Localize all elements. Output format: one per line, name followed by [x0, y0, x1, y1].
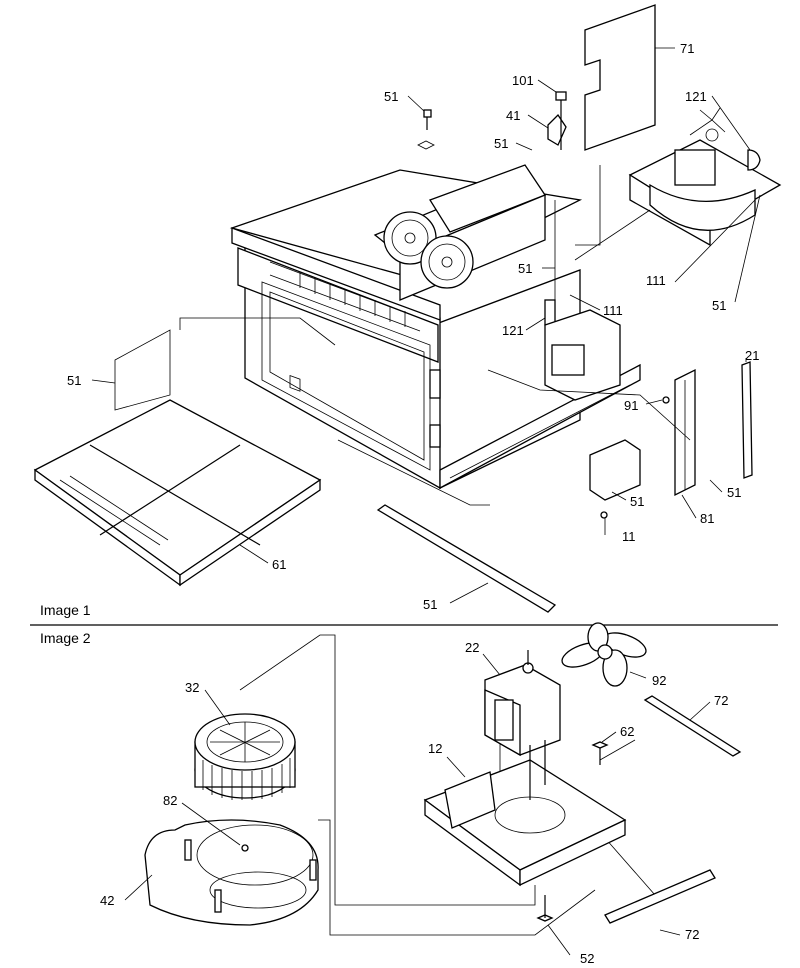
explosion-lines	[179, 165, 691, 506]
fan-motor-assembly	[628, 107, 782, 247]
image2-section: Image 2	[40, 622, 742, 966]
callout-51-g: 11	[622, 529, 636, 544]
callout-32: 32	[185, 680, 199, 695]
blower-housing-42	[144, 819, 319, 926]
motor-22	[484, 650, 561, 800]
image1-section: 51 101 71 41 51 121 51 51 111	[30, 4, 782, 626]
sheet-21	[114, 329, 171, 411]
screw-62	[591, 741, 609, 765]
callout-72-b: 72	[685, 927, 699, 942]
callout-51-e: 91	[624, 398, 638, 413]
bar-31	[376, 504, 557, 613]
screw-52	[536, 895, 554, 922]
callout-42: 42	[100, 893, 114, 908]
callout-111-a: 111	[646, 273, 666, 288]
callout-22: 22	[465, 640, 479, 655]
screw-101	[555, 91, 567, 150]
tray-11	[33, 399, 322, 587]
section-title-image1: Image 1	[40, 602, 91, 618]
stirrer-gear-assembly	[373, 164, 556, 326]
callout-51-f: 51	[727, 485, 741, 500]
motor-bracket-12	[423, 759, 627, 887]
callout-81: 51	[630, 494, 644, 509]
strip-72-upper	[643, 695, 742, 757]
callout-82: 82	[163, 793, 177, 808]
cover-plate-71	[584, 4, 656, 151]
strip-91	[741, 361, 753, 479]
callouts-image1: 51 101 71 41 51 121 51 51 111	[67, 41, 761, 612]
callout-51-d: 51	[712, 298, 726, 313]
callout-62: 62	[620, 724, 634, 739]
callout-91: 21	[745, 348, 759, 363]
callout-21: 51	[67, 373, 81, 388]
callout-121-a: 121	[685, 89, 707, 104]
callout-51-b: 51	[494, 136, 508, 151]
callout-92: 92	[652, 673, 666, 688]
callout-71: 71	[680, 41, 694, 56]
transformer	[544, 309, 621, 401]
callout-52: 52	[580, 951, 594, 966]
blower-wheel-32	[194, 713, 296, 800]
fan-blade-92	[561, 622, 647, 687]
callouts-image2: 22 92 32 72 62 12 82 42 72 52	[100, 640, 728, 966]
callout-121-b: 121	[502, 323, 524, 338]
callout-41: 41	[506, 108, 520, 123]
strip-72-lower	[604, 869, 716, 924]
callout-31: 51	[423, 597, 437, 612]
callout-11: 61	[272, 557, 286, 572]
callout-61: 81	[700, 511, 714, 526]
callout-72-a: 72	[714, 693, 728, 708]
callout-51-a: 51	[384, 89, 398, 104]
section-title-image2: Image 2	[40, 630, 91, 646]
fan-blade-41	[547, 113, 567, 146]
callout-101: 101	[512, 73, 534, 88]
callout-51-c: 51	[518, 261, 532, 276]
bracket-81	[589, 439, 641, 501]
callout-12: 12	[428, 741, 442, 756]
callout-111-b: 111	[603, 303, 623, 318]
